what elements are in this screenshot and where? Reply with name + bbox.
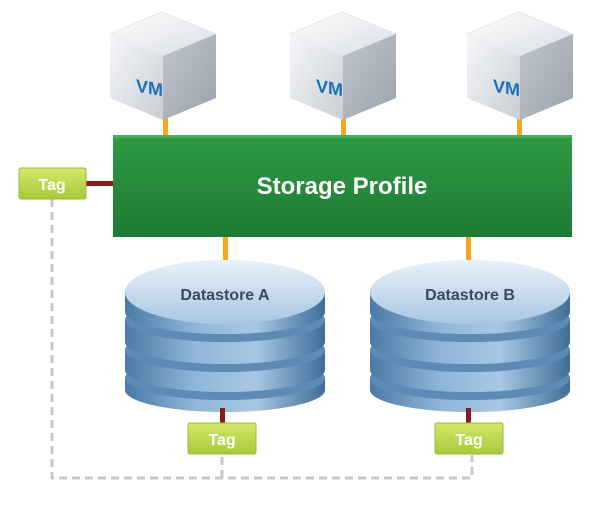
storage-profile-block (113, 135, 572, 237)
datastore-a-tag-label: Tag (208, 432, 235, 449)
storage-profile-label: Storage Profile (257, 173, 428, 200)
vm-label: VM (136, 76, 163, 101)
database-stack-icon (125, 260, 325, 412)
datastore-connector-b (466, 237, 471, 261)
vm-connector-3 (517, 118, 522, 136)
datastore-a-top (125, 260, 325, 324)
datastore-b-label: Datastore B (425, 287, 515, 304)
vm-connector-1 (163, 118, 168, 136)
profile-tag-link (86, 181, 113, 186)
database-stack-icon (370, 260, 570, 412)
vm-cube-icon: VM (465, 11, 575, 120)
vm-label: VM (493, 76, 520, 101)
datastore-b-tag-link (466, 408, 471, 423)
datastore-b-tag-label: Tag (455, 432, 482, 449)
vm-connector-2 (341, 118, 346, 136)
datastore-b-tag[interactable]: Tag (434, 422, 504, 455)
datastore-b-top (370, 260, 570, 324)
tag-dashed-link (50, 199, 474, 480)
profile-highlight (113, 135, 572, 138)
datastore-a-label: Datastore A (180, 287, 270, 304)
datastore-a-tag[interactable]: Tag (187, 422, 257, 455)
datastore-connector-a (223, 237, 228, 261)
vm-cube-icon: VM (108, 11, 218, 120)
datastore-a-tag-link (220, 408, 225, 423)
profile-tag[interactable]: Tag (18, 167, 87, 200)
vm-cube-icon: VM (288, 11, 398, 120)
vm-label: VM (316, 76, 343, 101)
profile-tag-label: Tag (38, 177, 65, 194)
